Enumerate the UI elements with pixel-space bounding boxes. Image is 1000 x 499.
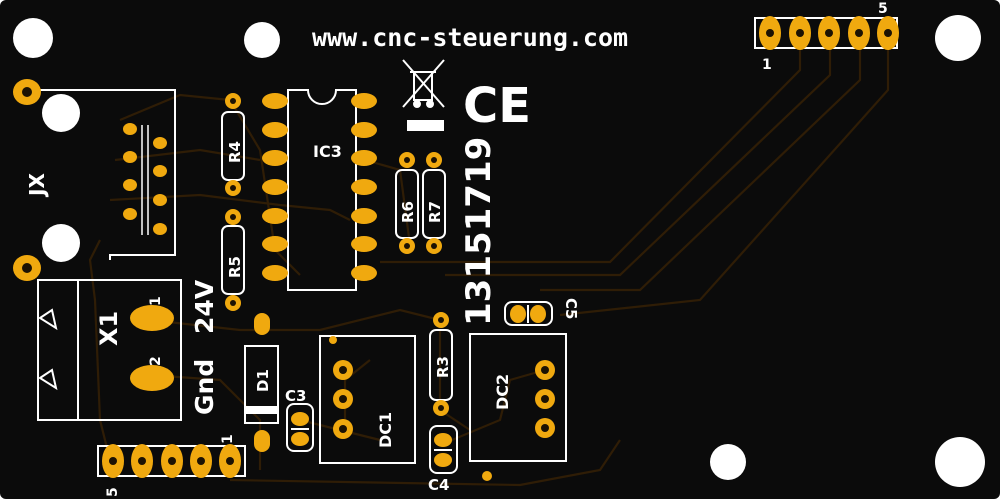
capacitor-c3: C3 — [285, 387, 314, 452]
mount-hole-top-right — [935, 15, 981, 61]
voltage-label: 24V — [190, 279, 219, 334]
header-bottom-pin5-label: 5 — [105, 487, 121, 497]
resistor-r5: R5 — [221, 209, 245, 311]
r4-label: R4 — [226, 141, 244, 163]
resistor-r6: R6 — [395, 152, 419, 254]
jack-label: JX — [25, 173, 49, 198]
resistor-r3: R3 — [429, 312, 453, 416]
via-pad — [482, 471, 492, 481]
resistor-r4: R4 — [221, 93, 245, 196]
resistor-r7: R7 — [422, 152, 446, 254]
header-bottom-pin1-label: 1 — [220, 434, 236, 444]
r7-label: R7 — [426, 201, 444, 223]
power-terminal: X1 1 2 24V Gnd — [37, 279, 219, 421]
mounting-holes — [13, 15, 985, 487]
mount-hole-top-mid — [244, 22, 280, 58]
ground-label: Gnd — [190, 359, 219, 415]
capacitor-c4: C4 — [428, 425, 458, 494]
x1-label: X1 — [95, 311, 123, 346]
jack-hole-bottom — [42, 224, 80, 262]
header-bottom: 5 1 — [97, 434, 246, 497]
mount-hole-bottom-right — [935, 437, 985, 487]
ic3-label: IC3 — [313, 142, 342, 161]
dc2-module: DC2 — [469, 333, 567, 462]
header-top: 1 5 — [754, 1, 899, 73]
dc2-label: DC2 — [493, 374, 512, 410]
c5-label: C5 — [562, 298, 580, 319]
jack-hole-top — [42, 94, 80, 132]
jack-connector: JX — [13, 79, 176, 281]
dc1-label: DC1 — [376, 412, 395, 448]
x1-pin2-label: 2 — [148, 356, 164, 366]
weee-bin-icon — [402, 59, 445, 108]
r5-label: R5 — [226, 256, 244, 278]
c3-label: C3 — [285, 387, 306, 405]
mount-hole-bottom-mid — [710, 444, 746, 480]
mount-hole-top-left — [13, 18, 53, 58]
serial-number: 13151719 — [459, 137, 499, 326]
x1-pin1-label: 1 — [148, 296, 164, 306]
d1-label: D1 — [254, 369, 272, 392]
dc1-module: DC1 — [319, 335, 416, 464]
ic3-chip: IC3 — [262, 89, 377, 291]
r3-label: R3 — [434, 356, 452, 378]
website-label: www.cnc-steuerung.com — [312, 23, 628, 52]
diode-d1: D1 — [244, 313, 279, 452]
header-top-pin1-label: 1 — [762, 57, 772, 73]
ce-mark: CE — [463, 78, 531, 134]
header-top-pin5-label: 5 — [878, 1, 888, 17]
r6-label: R6 — [399, 201, 417, 223]
weee-bar — [407, 120, 444, 131]
capacitor-c5: C5 — [504, 298, 580, 326]
c4-label: C4 — [428, 476, 449, 494]
